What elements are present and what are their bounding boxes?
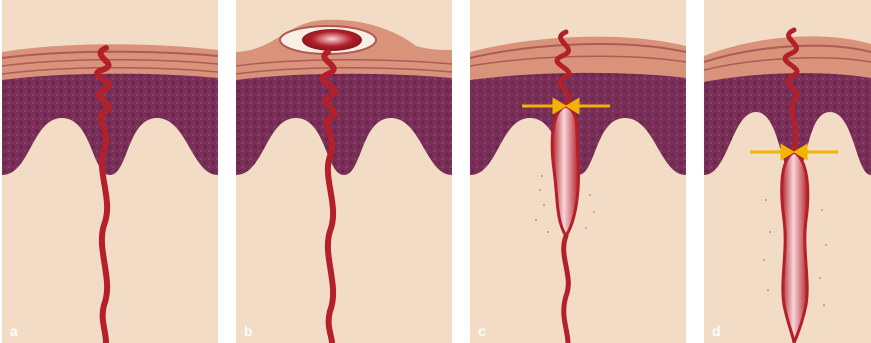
panel-c: c	[470, 0, 686, 343]
panel-a-illustration	[2, 0, 218, 343]
panel-label-a: a	[10, 323, 18, 339]
panel-b-illustration	[236, 0, 452, 343]
panel-d-illustration	[704, 0, 871, 343]
panel-c-illustration	[470, 0, 686, 343]
panel-b: b	[236, 0, 452, 343]
dilated-duct-icon	[782, 152, 808, 343]
panel-d: d	[704, 0, 871, 343]
blister-icon	[302, 29, 362, 51]
panel-label-b: b	[244, 323, 253, 339]
panel-label-c: c	[478, 323, 486, 339]
panel-a: a	[2, 0, 218, 343]
panel-label-d: d	[712, 323, 721, 339]
